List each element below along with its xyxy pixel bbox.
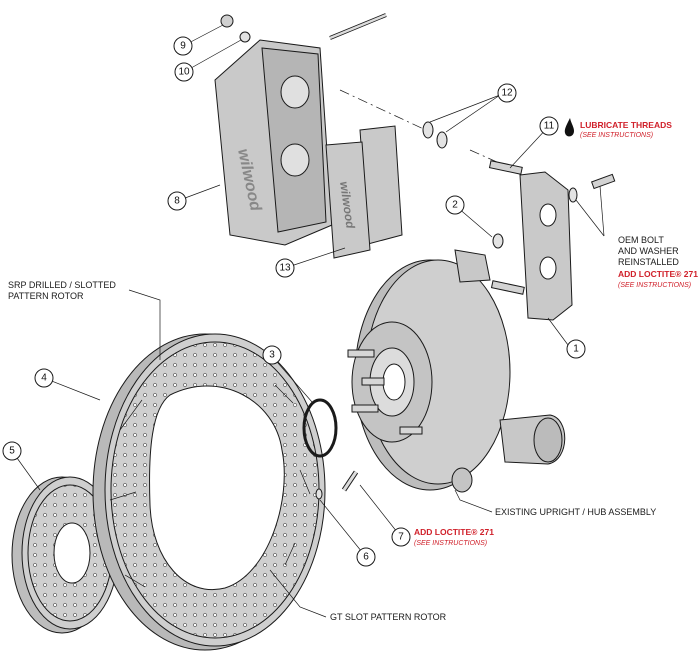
callout-number: 6 bbox=[363, 552, 369, 563]
callout-5: 5 bbox=[2, 441, 22, 461]
callout-8: 8 bbox=[167, 191, 187, 211]
callout-6: 6 bbox=[356, 547, 376, 567]
callout-number: 4 bbox=[41, 373, 47, 384]
washer-12b bbox=[436, 131, 448, 149]
caliper-bracket bbox=[488, 160, 573, 321]
callout-number: 13 bbox=[279, 263, 291, 274]
callout-2: 2 bbox=[445, 195, 465, 215]
caliper: wilwood bbox=[214, 39, 333, 246]
srp-drilled-rotor bbox=[92, 333, 326, 651]
pad-logo: wilwood bbox=[337, 180, 358, 229]
loctite-note-top: (SEE INSTRUCTIONS) bbox=[618, 282, 691, 289]
nut-washer bbox=[239, 31, 251, 43]
lubricate-threads-label: LUBRICATE THREADS bbox=[580, 120, 672, 130]
oem-bolt-label-2: AND WASHER bbox=[618, 246, 679, 256]
srp-rotor-label-1: SRP DRILLED / SLOTTED bbox=[8, 280, 116, 290]
oil-drop-icon bbox=[564, 118, 574, 137]
callout-10: 10 bbox=[174, 62, 194, 82]
nut bbox=[220, 14, 234, 28]
leader-lines bbox=[11, 24, 605, 618]
oem-bolt-label-1: OEM BOLT bbox=[618, 235, 664, 245]
oem-bolt-label-3: REINSTALLED bbox=[618, 257, 679, 267]
callout-13: 13 bbox=[275, 258, 295, 278]
loctite-label-bottom: ADD LOCTITE® 271 bbox=[414, 527, 494, 537]
o-ring bbox=[302, 398, 338, 458]
callout-3: 3 bbox=[262, 345, 282, 365]
loctite-label-top: ADD LOCTITE® 271 bbox=[618, 269, 698, 279]
gt-slot-rotor-label: GT SLOT PATTERN ROTOR bbox=[330, 612, 447, 622]
callout-number: 7 bbox=[398, 532, 404, 543]
lubricate-note: (SEE INSTRUCTIONS) bbox=[580, 132, 653, 139]
callout-number: 8 bbox=[174, 196, 180, 207]
callout-11: 11 bbox=[539, 116, 559, 136]
washer-12a bbox=[422, 121, 434, 139]
callout-4: 4 bbox=[34, 368, 54, 388]
callout-number: 2 bbox=[452, 200, 458, 211]
callout-number: 1 bbox=[573, 344, 579, 355]
callout-12: 12 bbox=[497, 83, 517, 103]
rotor-bolt bbox=[315, 470, 359, 500]
srp-rotor-label-2: PATTERN ROTOR bbox=[8, 291, 84, 301]
callout-number: 9 bbox=[180, 41, 186, 52]
callout-1: 1 bbox=[566, 339, 586, 359]
callout-number: 3 bbox=[269, 350, 275, 361]
callout-9: 9 bbox=[173, 36, 193, 56]
callout-number: 10 bbox=[178, 67, 190, 78]
oem-bolt-washer bbox=[568, 173, 616, 203]
brake-pads: wilwood bbox=[325, 125, 403, 259]
rotor-center-bore bbox=[149, 385, 285, 590]
callout-number: 12 bbox=[501, 88, 513, 99]
loctite-note-bottom: (SEE INSTRUCTIONS) bbox=[414, 540, 487, 547]
existing-upright-label: EXISTING UPRIGHT / HUB ASSEMBLY bbox=[495, 507, 656, 517]
upright-hub-assembly bbox=[347, 249, 566, 493]
callout-number: 5 bbox=[9, 446, 15, 457]
callout-number: 11 bbox=[544, 121, 555, 132]
washer bbox=[492, 233, 504, 249]
callout-7: 7 bbox=[391, 527, 411, 547]
